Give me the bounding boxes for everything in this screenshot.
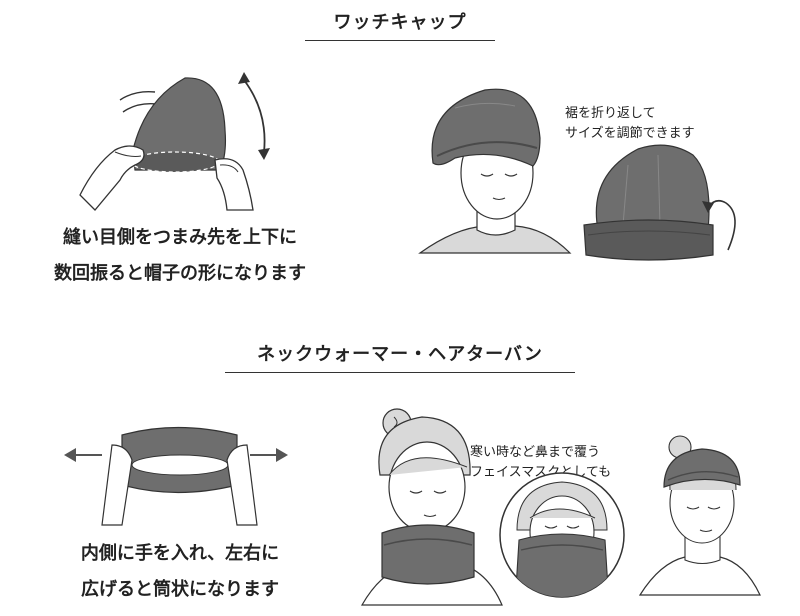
neck-warmer-title: ネックウォーマー・ヘアターバン	[257, 344, 543, 365]
watch-cap-title: ワッチキャップ	[333, 12, 467, 33]
neck-warmer-instruction-line-1: 内側に手を入れ、左右に	[80, 543, 280, 564]
neck-warmer-instruction-line-2: 広げると筒状になります	[81, 579, 279, 600]
watch-cap-note-line-2: サイズを調節できます	[565, 126, 695, 141]
neck-warmer-title-underline	[225, 372, 575, 373]
neck-warmer-note-line-1: 寒い時など鼻まで覆う	[470, 445, 601, 460]
watch-cap-title-underline	[305, 40, 495, 41]
watch-cap-note-line-1: 裾を折り返して	[565, 106, 656, 121]
watch-cap-instruction-line-2: 数回振ると帽子の形になります	[54, 263, 306, 284]
woman-neck-warmer-illustration	[360, 408, 503, 606]
head-with-cap-illustration	[418, 88, 572, 254]
shake-cap-illustration	[79, 77, 254, 211]
up-down-arrow-icon	[238, 72, 270, 160]
folded-cap-illustration	[583, 144, 736, 261]
woman-hair-turban-illustration	[638, 435, 761, 596]
stretch-tube-illustration	[64, 426, 288, 526]
watch-cap-instruction-line-1: 縫い目側をつまみ先を上下に	[63, 227, 297, 248]
face-mask-circle-illustration	[499, 472, 625, 598]
